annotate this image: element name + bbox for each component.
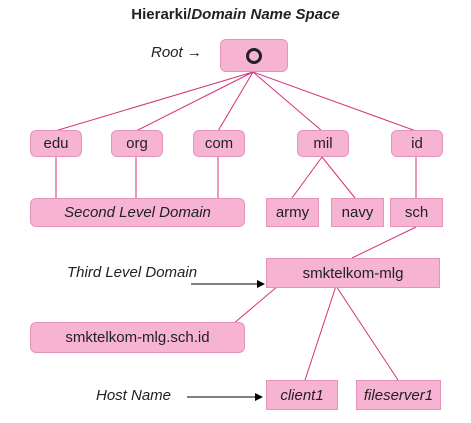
edge-smktelkom-fqdn xyxy=(232,285,279,325)
host-name-label: Host Name xyxy=(96,387,172,404)
edge-smktelkom-client1 xyxy=(304,285,337,381)
node-smktelkom-mlg: smktelkom-mlg xyxy=(266,258,440,288)
node-id: id xyxy=(391,130,443,157)
node-com: com xyxy=(193,130,245,157)
node-fileserver1: fileserver1 xyxy=(356,380,441,410)
node-second-level-domain: Second Level Domain xyxy=(30,198,245,227)
diagram-title: Hierarki/Domain Name Space xyxy=(0,6,471,23)
edge-mil-army xyxy=(291,156,323,199)
root-ring-icon xyxy=(246,47,262,64)
node-navy: navy xyxy=(331,198,384,227)
edge-root-id xyxy=(252,71,417,132)
edge-root-mil xyxy=(252,71,323,132)
node-client1: client1 xyxy=(266,380,338,410)
node-fqdn: smktelkom-mlg.sch.id xyxy=(30,322,245,353)
title-italic: Domain Name Space xyxy=(191,6,340,23)
node-sch: sch xyxy=(390,198,443,227)
node-mil: mil xyxy=(297,130,349,157)
edge-sch-smktelkom xyxy=(351,226,417,259)
edge-root-edu xyxy=(54,71,254,132)
root-label: Root → xyxy=(151,44,202,61)
node-org: org xyxy=(111,130,163,157)
node-edu: edu xyxy=(30,130,82,157)
root-node xyxy=(220,39,288,72)
edge-smktelkom-fileserver1 xyxy=(335,285,399,381)
third-level-label: Third Level Domain xyxy=(67,264,198,281)
edge-root-org xyxy=(135,71,254,132)
edge-root-com xyxy=(217,71,254,132)
edge-mil-navy xyxy=(321,156,356,199)
node-army: army xyxy=(266,198,319,227)
title-bold: Hierarki/ xyxy=(131,6,192,23)
